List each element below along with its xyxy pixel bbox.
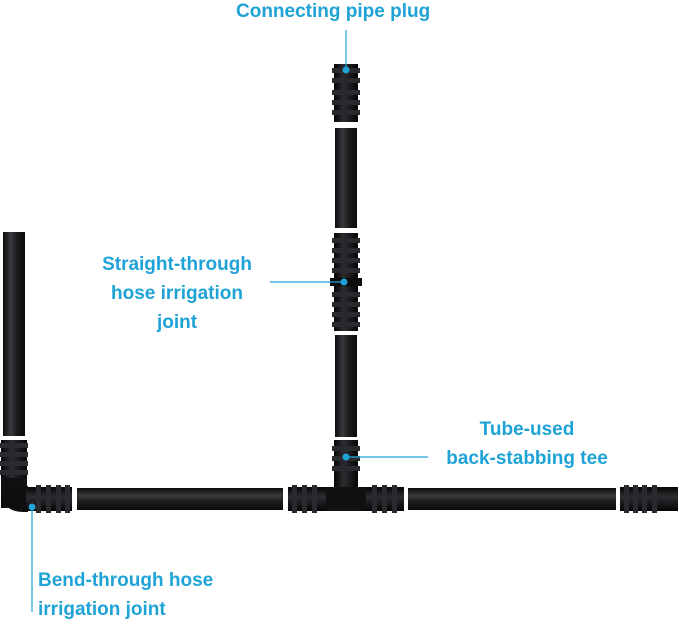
label-connecting-pipe-plug: Connecting pipe plug bbox=[236, 0, 430, 26]
pipe-bottom-left bbox=[77, 488, 283, 510]
pipe-bottom-right bbox=[408, 488, 616, 510]
label-line: Connecting pipe plug bbox=[236, 1, 431, 22]
label-line: joint bbox=[156, 312, 198, 333]
label-line: Tube-used bbox=[479, 419, 575, 440]
label-bend-through: Bend-through hose irrigation joint bbox=[38, 566, 213, 624]
leader-plug bbox=[342, 30, 350, 74]
label-line: hose irrigation bbox=[111, 283, 243, 304]
label-line: Straight-through bbox=[102, 254, 252, 275]
tee-fitting bbox=[288, 440, 404, 513]
label-line: Bend-through hose bbox=[38, 570, 214, 591]
pipe-left-vertical bbox=[3, 232, 25, 436]
pipe-center-lower bbox=[335, 335, 357, 437]
label-line: back-stabbing tee bbox=[446, 448, 608, 469]
pipe-center-upper bbox=[335, 128, 357, 228]
leader-tee bbox=[342, 453, 428, 461]
pipe-plug-right bbox=[620, 485, 678, 513]
label-tube-used-tee: Tube-used back-stabbing tee bbox=[434, 415, 620, 473]
label-line: irrigation joint bbox=[38, 599, 166, 620]
elbow-fitting bbox=[0, 440, 72, 513]
leader-straight bbox=[270, 278, 348, 286]
label-straight-through: Straight-through hose irrigation joint bbox=[90, 250, 264, 337]
leader-elbow bbox=[28, 503, 36, 612]
